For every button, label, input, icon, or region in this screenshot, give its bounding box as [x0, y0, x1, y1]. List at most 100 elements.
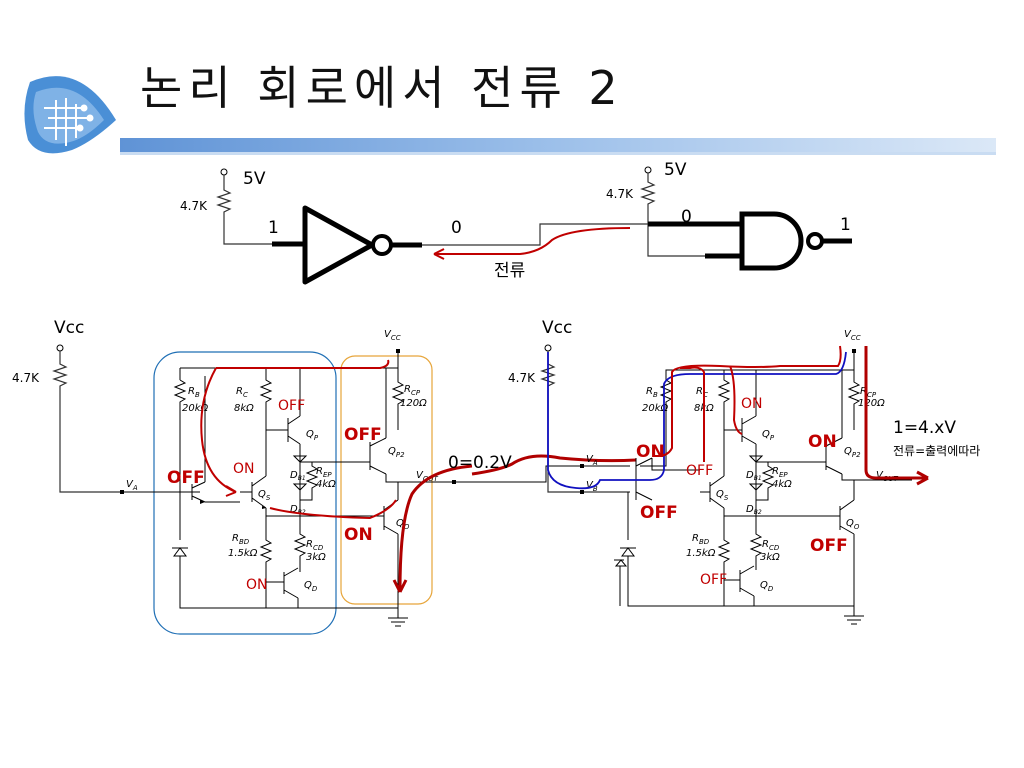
- svg-text:RB: RB: [188, 386, 200, 399]
- svg-text:DB2: DB2: [290, 504, 306, 516]
- left-vcc-label: Vcc: [54, 318, 84, 338]
- svg-text:4kΩ: 4kΩ: [316, 479, 336, 490]
- nand-gate-icon: [648, 211, 852, 271]
- res-left-label: 4.7K: [180, 199, 208, 213]
- svg-text:VCC: VCC: [384, 329, 401, 342]
- output-note-label: 전류=출력에따라: [893, 444, 980, 458]
- status-qs: ON: [233, 461, 255, 477]
- svg-text:QD: QD: [760, 580, 774, 593]
- nand-input-label: 0: [681, 207, 692, 227]
- status-qp: OFF: [278, 398, 305, 414]
- output-current-arrow: [864, 346, 928, 480]
- inverter-input-label: 1: [268, 218, 279, 238]
- svg-text:120Ω: 120Ω: [400, 398, 427, 409]
- current-path: [200, 367, 237, 493]
- svg-text:120Ω: 120Ω: [858, 398, 885, 409]
- svg-text:QP: QP: [306, 429, 319, 442]
- inverter-output-label: 0: [451, 218, 462, 238]
- status-qs-2: OFF: [640, 503, 678, 523]
- svg-text:VB: VB: [586, 480, 598, 493]
- status-qp: ON: [741, 396, 763, 412]
- svg-text:QO: QO: [846, 518, 860, 531]
- current-path: [654, 345, 842, 457]
- svg-text:QP2: QP2: [844, 446, 861, 459]
- vcc-terminal-icon: [644, 166, 652, 174]
- gate-diagram: 5V 4.7K 1 0 전류 5V 4.7K 0 1: [180, 160, 852, 285]
- nand-output-label: 1: [840, 215, 851, 235]
- left-ttl-circuit: Vcc 4.7K VA VCC QS QP DB1 DB2 REP 4kΩ QP…: [12, 318, 473, 635]
- va-label: V: [126, 479, 134, 490]
- input-stage-box: [153, 351, 337, 635]
- current-label: 전류: [494, 261, 525, 281]
- svg-text:RCP: RCP: [860, 386, 877, 399]
- status-qo: OFF: [810, 536, 848, 556]
- vcc-terminal-icon: [56, 344, 64, 352]
- svg-text:RCP: RCP: [404, 384, 421, 397]
- status-qd: OFF: [700, 572, 727, 588]
- node-voltage-label: 0=0.2V: [448, 453, 512, 473]
- sink-current-arrow: [398, 464, 473, 591]
- right-ttl-circuit: Vcc 4.7K VA VB VCC QS QP DB1 DB2 REP 4kΩ…: [508, 318, 980, 625]
- svg-text:VOUT: VOUT: [416, 470, 438, 483]
- res-right-label: 4.7K: [606, 187, 634, 201]
- ground-icon: [388, 617, 408, 627]
- vcc-terminal-icon: [544, 344, 552, 352]
- status-qs: OFF: [686, 463, 713, 479]
- svg-text:DB2: DB2: [746, 504, 762, 516]
- vcc-terminal-icon: [220, 168, 228, 176]
- svg-text:QO: QO: [396, 518, 410, 531]
- svg-text:8kΩ: 8kΩ: [234, 403, 254, 414]
- status-qp2: OFF: [344, 425, 382, 445]
- left-res-label: 4.7K: [12, 371, 40, 385]
- circuit-board-leaf-icon: [24, 76, 117, 154]
- slide-title: 논리 회로에서 전류 2: [140, 61, 624, 115]
- svg-text:1.5kΩ: 1.5kΩ: [686, 548, 716, 559]
- svg-text:DB1: DB1: [746, 470, 762, 482]
- interconnect: 0=0.2V: [448, 453, 637, 483]
- right-vcc-label: Vcc: [542, 318, 572, 338]
- svg-text:RC: RC: [696, 386, 708, 399]
- status-input: OFF: [167, 468, 205, 488]
- svg-text:QS: QS: [716, 489, 729, 502]
- svg-text:QP: QP: [762, 429, 775, 442]
- svg-text:VA: VA: [586, 454, 598, 467]
- svg-text:QP2: QP2: [388, 446, 405, 459]
- inverter-gate-icon: [272, 205, 422, 285]
- svg-text:20kΩ: 20kΩ: [182, 403, 209, 414]
- svg-text:RBD: RBD: [232, 533, 250, 546]
- ground-icon: [844, 615, 864, 625]
- svg-text:RB: RB: [646, 386, 658, 399]
- status-input: ON: [636, 442, 665, 462]
- svg-text:RCD: RCD: [762, 539, 780, 552]
- output-stage-box: [340, 355, 433, 605]
- svg-text:VA: VA: [126, 479, 138, 492]
- svg-text:RC: RC: [236, 386, 248, 399]
- svg-text:RCD: RCD: [306, 539, 324, 552]
- svg-text:VCC: VCC: [844, 329, 861, 342]
- middle-current: [471, 454, 637, 476]
- title-underline-bar: [120, 138, 996, 152]
- title-underline-shadow: [120, 152, 996, 155]
- output-value-label: 1=4.xV: [893, 418, 956, 438]
- svg-text:4kΩ: 4kΩ: [772, 479, 792, 490]
- svg-text:RBD: RBD: [692, 533, 710, 546]
- svg-text:DB1: DB1: [290, 470, 306, 482]
- status-qd: ON: [246, 577, 268, 593]
- current-arrow: [434, 227, 631, 255]
- vcc-left-label: 5V: [243, 169, 266, 189]
- svg-text:3kΩ: 3kΩ: [306, 552, 326, 563]
- svg-text:20kΩ: 20kΩ: [642, 403, 669, 414]
- status-qo: ON: [344, 525, 373, 545]
- status-qp2: ON: [808, 432, 837, 452]
- svg-text:1.5kΩ: 1.5kΩ: [228, 548, 258, 559]
- svg-text:QD: QD: [304, 580, 318, 593]
- svg-text:REP: REP: [772, 466, 788, 479]
- right-res-label: 4.7K: [508, 371, 536, 385]
- svg-text:QS: QS: [258, 489, 271, 502]
- svg-text:3kΩ: 3kΩ: [760, 552, 780, 563]
- vcc-right-label: 5V: [664, 160, 687, 180]
- vcc-top-label: V: [384, 329, 392, 340]
- svg-text:REP: REP: [316, 466, 332, 479]
- alt-current-path: [547, 351, 847, 490]
